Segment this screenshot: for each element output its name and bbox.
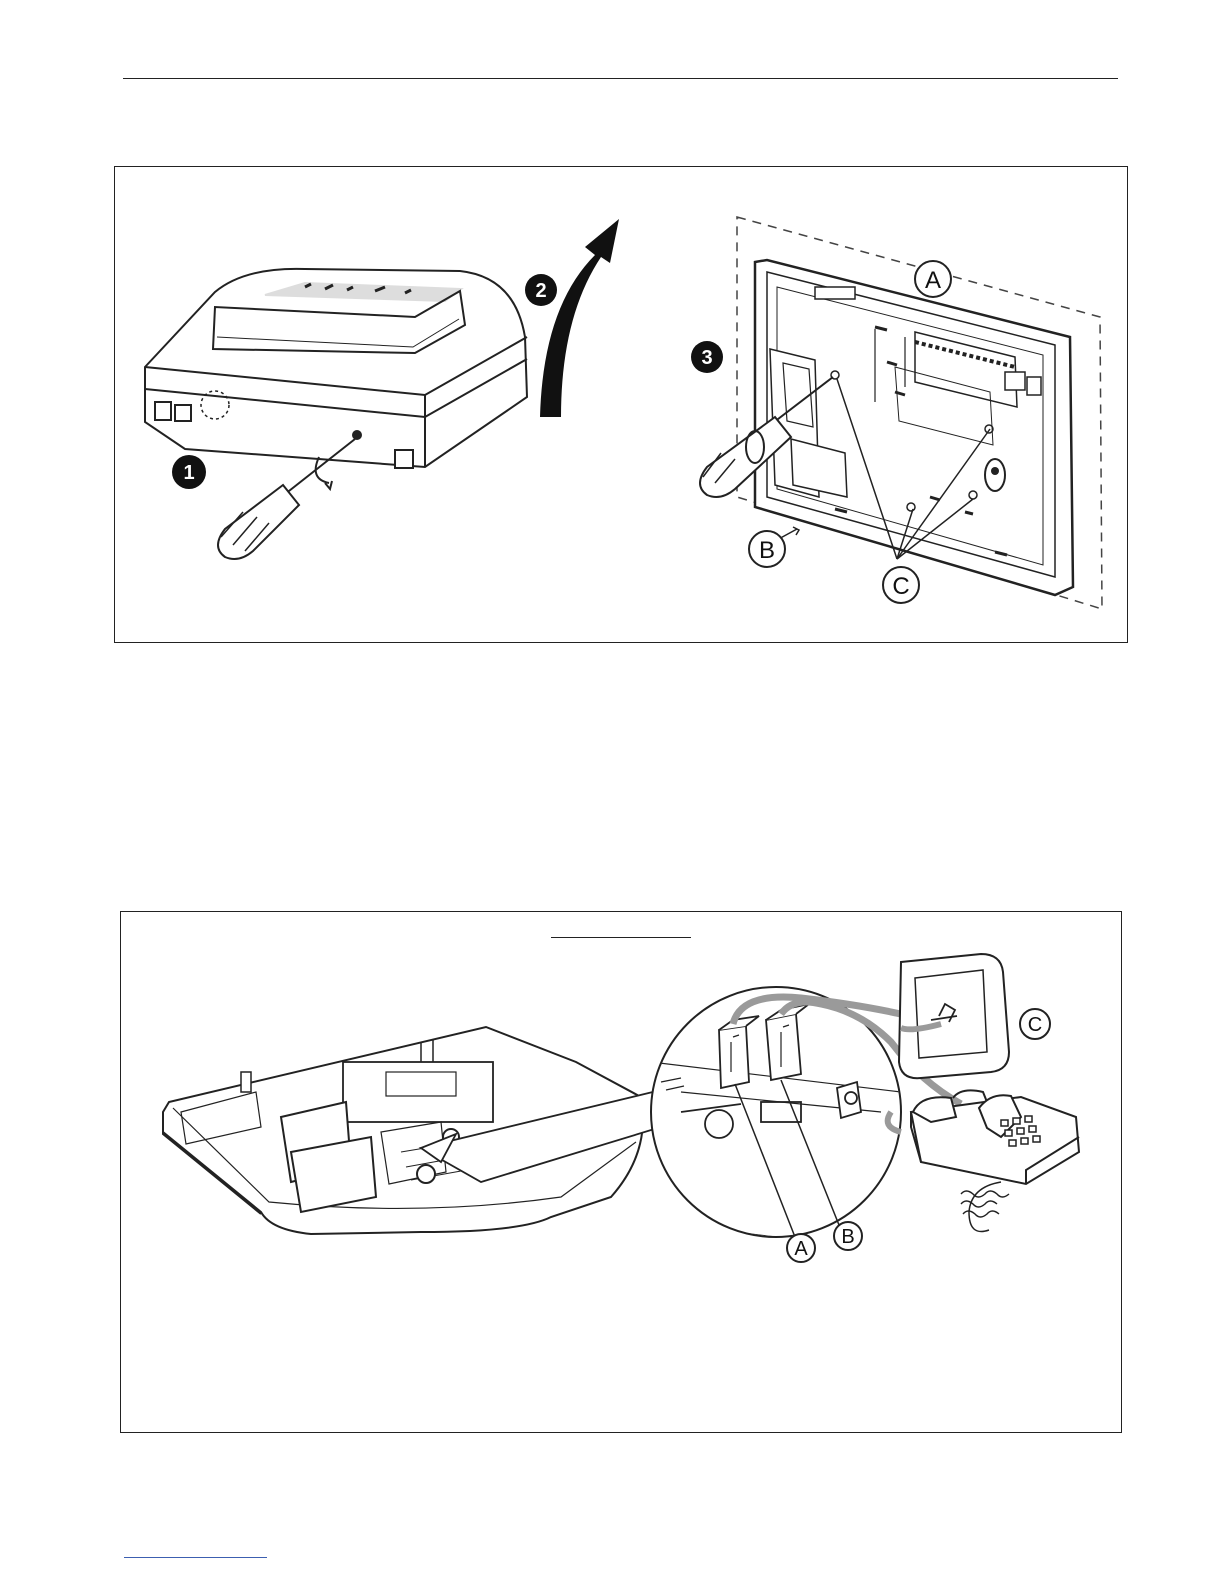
wall-phone-jack-icon (899, 954, 1009, 1078)
footer-link-underline[interactable] (124, 1557, 267, 1558)
figure-phone-line-drawing: A B C (121, 912, 1120, 1431)
callout-c-label: C (1028, 1014, 1042, 1036)
callout-b: B (834, 1222, 862, 1250)
callout-c: C (883, 567, 919, 603)
step-label-2: 2 (535, 280, 546, 302)
step-label-3: 3 (701, 347, 712, 369)
figure-phone-line: A B C (120, 911, 1122, 1433)
step-badge-1: 1 (172, 455, 206, 489)
figure-open-panel: 1 2 (114, 166, 1128, 643)
callout-c-label: C (892, 573, 909, 600)
telephone-handset-icon (888, 1090, 1079, 1231)
figure-open-panel-drawing: 1 2 (115, 167, 1126, 641)
callout-a: A (915, 261, 951, 297)
callout-b: B (749, 531, 785, 567)
closed-panel-illustration (145, 269, 527, 468)
callout-a: A (787, 1234, 815, 1262)
callout-a-label: A (794, 1238, 808, 1260)
callout-a-label: A (925, 267, 941, 294)
curved-arrow-up-icon (540, 219, 619, 417)
step-badge-2: 2 (525, 274, 557, 306)
callout-b-label: B (759, 537, 775, 564)
callout-c: C (1020, 1009, 1050, 1039)
callout-b-label: B (841, 1226, 854, 1248)
header-rule (123, 78, 1118, 79)
step-badge-3: 3 (691, 341, 723, 373)
step-label-1: 1 (183, 462, 194, 484)
